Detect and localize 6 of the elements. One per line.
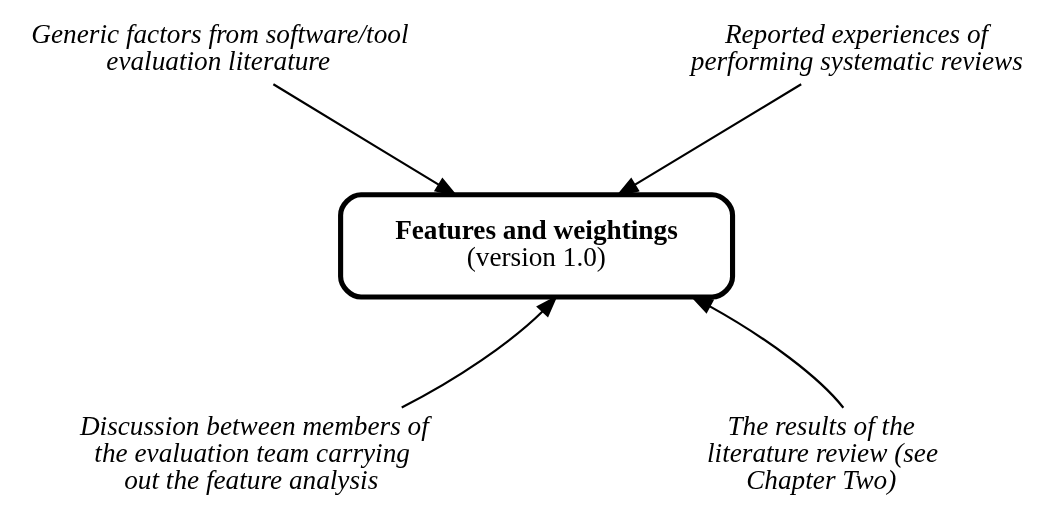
node-text: Generic factors from software/tool evaluation literature — [31, 18, 409, 76]
node-box: Features and weightings (version 1.0) — [338, 191, 736, 300]
arrow — [615, 82, 802, 196]
arrow — [272, 82, 458, 196]
node-text: Reported experiences of performing systematic reviews — [690, 18, 1023, 76]
node-text: The results of the literature review (see Chapter Two) — [706, 410, 939, 495]
